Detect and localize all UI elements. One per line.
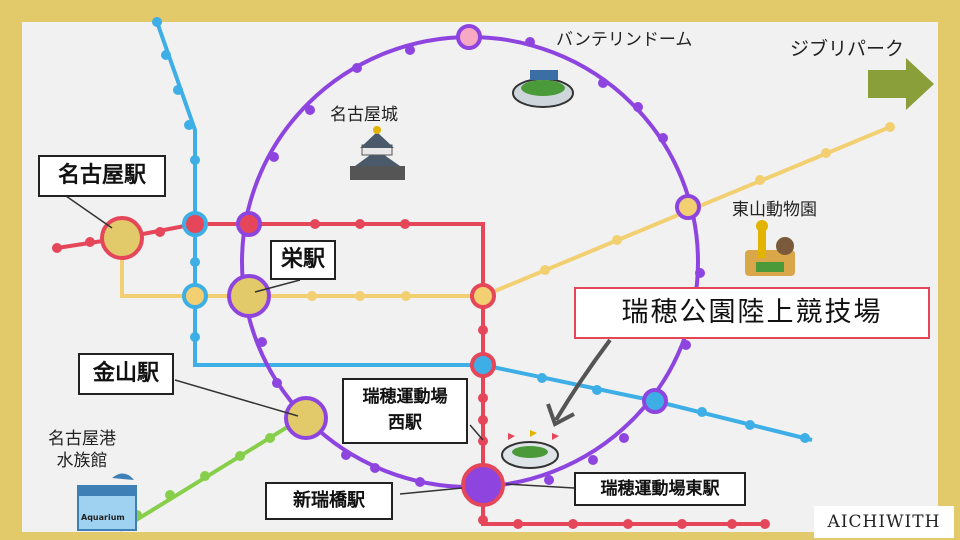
kanayama-station-marker [284, 396, 328, 440]
higashiyama-zoo-label: 東山動物園 [732, 200, 817, 220]
map-background [22, 22, 938, 532]
mizuho-west-station-label: 瑞穂運動場 西駅 [342, 378, 468, 444]
sakae-station-label: 栄駅 [270, 240, 336, 280]
castle-icon [350, 126, 405, 180]
hisaya-odori-station-marker [236, 211, 262, 237]
gokiso-station-marker [470, 352, 496, 378]
aquarium-sign-label: Aquarium [81, 513, 125, 522]
stadium-icon [501, 430, 559, 469]
zoo-icon [745, 220, 795, 276]
aquarium-icon [77, 473, 137, 531]
nagoya-station-label: 名古屋駅 [38, 155, 166, 197]
vantelin-dome-label: バンテリンドーム [556, 30, 692, 50]
label-leaders [65, 195, 575, 495]
stadium-pointer-arrow [546, 338, 612, 427]
ozone-station-marker [456, 24, 482, 50]
kanayama-station-label: 金山駅 [78, 353, 174, 395]
mizuho-east-station-label: 瑞穂運動場東駅 [574, 472, 746, 506]
fushimi-station-marker [182, 211, 208, 237]
aquarium-label: 名古屋港 水族館 [48, 429, 116, 471]
tsurumai-line [152, 17, 813, 443]
yagoto-station-marker [642, 388, 668, 414]
ghibli-arrow-icon [868, 58, 934, 110]
shin-mizuhobashi-station-label: 新瑞橋駅 [265, 482, 393, 520]
sakae-station-marker [227, 274, 271, 318]
nagoya-castle-label: 名古屋城 [330, 105, 398, 125]
aonami-line [118, 416, 304, 532]
shin-mizuhobashi-station-marker [461, 463, 505, 507]
fushimi-east-station-marker [182, 283, 208, 309]
brand-logo: AICHIWITH [814, 506, 954, 538]
ghibli-park-label: ジブリパーク [790, 37, 904, 60]
motoyama-station-marker [675, 194, 701, 220]
stadium-callout: 瑞穂公園陸上競技場 [574, 287, 930, 339]
transfer-stations [100, 24, 701, 507]
nagoya-station-marker [100, 216, 144, 260]
dome-icon [512, 70, 574, 108]
imaike-station-marker [470, 283, 496, 309]
